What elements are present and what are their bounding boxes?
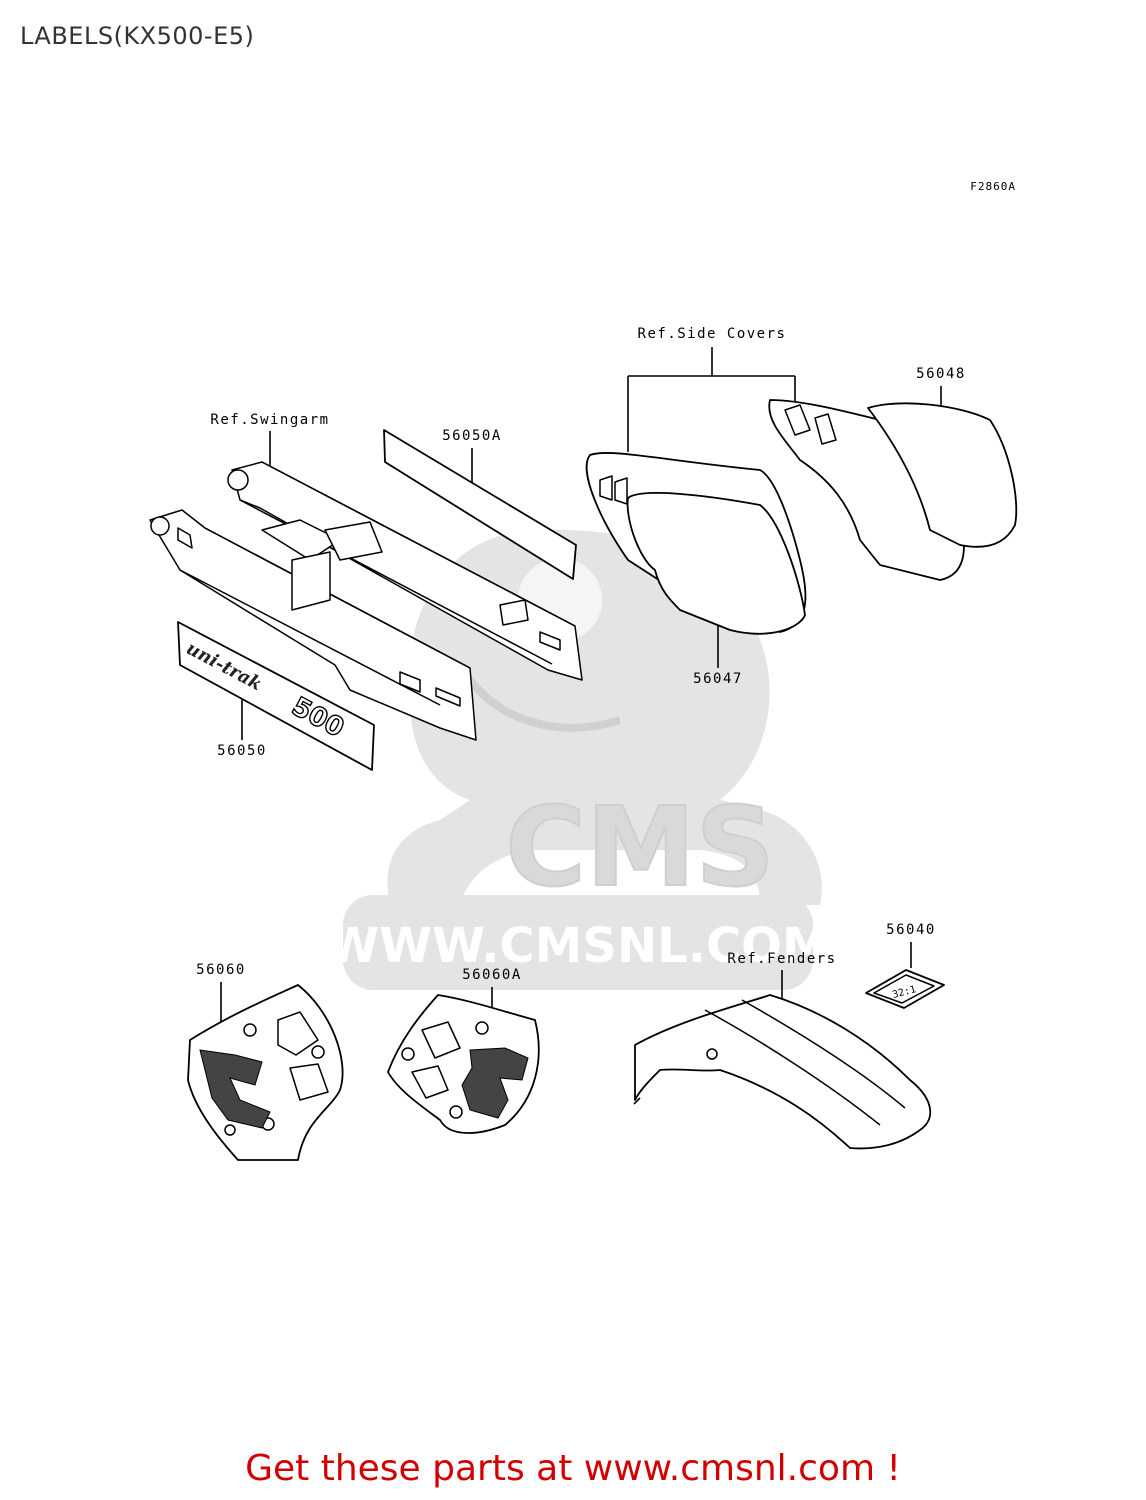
decal-56047 bbox=[626, 492, 806, 635]
watermark-brand: CMS bbox=[505, 783, 774, 911]
part-56040-label: 56040 bbox=[886, 922, 936, 938]
cta-link[interactable]: Get these parts at www.cmsnl.com ! bbox=[245, 1448, 901, 1489]
part-56047-label: 56047 bbox=[693, 671, 743, 687]
rear-fender bbox=[633, 994, 932, 1150]
decal-56060A bbox=[387, 994, 540, 1134]
ref-fenders-label: Ref.Fenders bbox=[727, 951, 836, 967]
decal-56040: 32:1 bbox=[865, 969, 945, 1009]
decal-56048 bbox=[867, 402, 1018, 548]
part-56060-label: 56060 bbox=[196, 962, 246, 978]
ref-swingarm-label: Ref.Swingarm bbox=[210, 412, 329, 428]
page-title: LABELS(KX500-E5) bbox=[20, 22, 255, 50]
ref-side-covers-label: Ref.Side Covers bbox=[638, 326, 787, 342]
part-56050-label: 56050 bbox=[217, 743, 267, 759]
part-56060A-label: 56060A bbox=[462, 967, 522, 983]
part-56048-label: 56048 bbox=[916, 366, 966, 382]
decal-56060 bbox=[187, 984, 344, 1161]
watermark-url: WWW.CMSNL.COM bbox=[326, 918, 830, 974]
cms-watermark: WWW.CMSNL.COM CMS bbox=[326, 529, 830, 990]
decal-56050A bbox=[383, 429, 577, 580]
figure-code: F2860A bbox=[970, 180, 1016, 193]
part-56050A-label: 56050A bbox=[442, 428, 502, 444]
swingarm-outline bbox=[149, 461, 583, 741]
